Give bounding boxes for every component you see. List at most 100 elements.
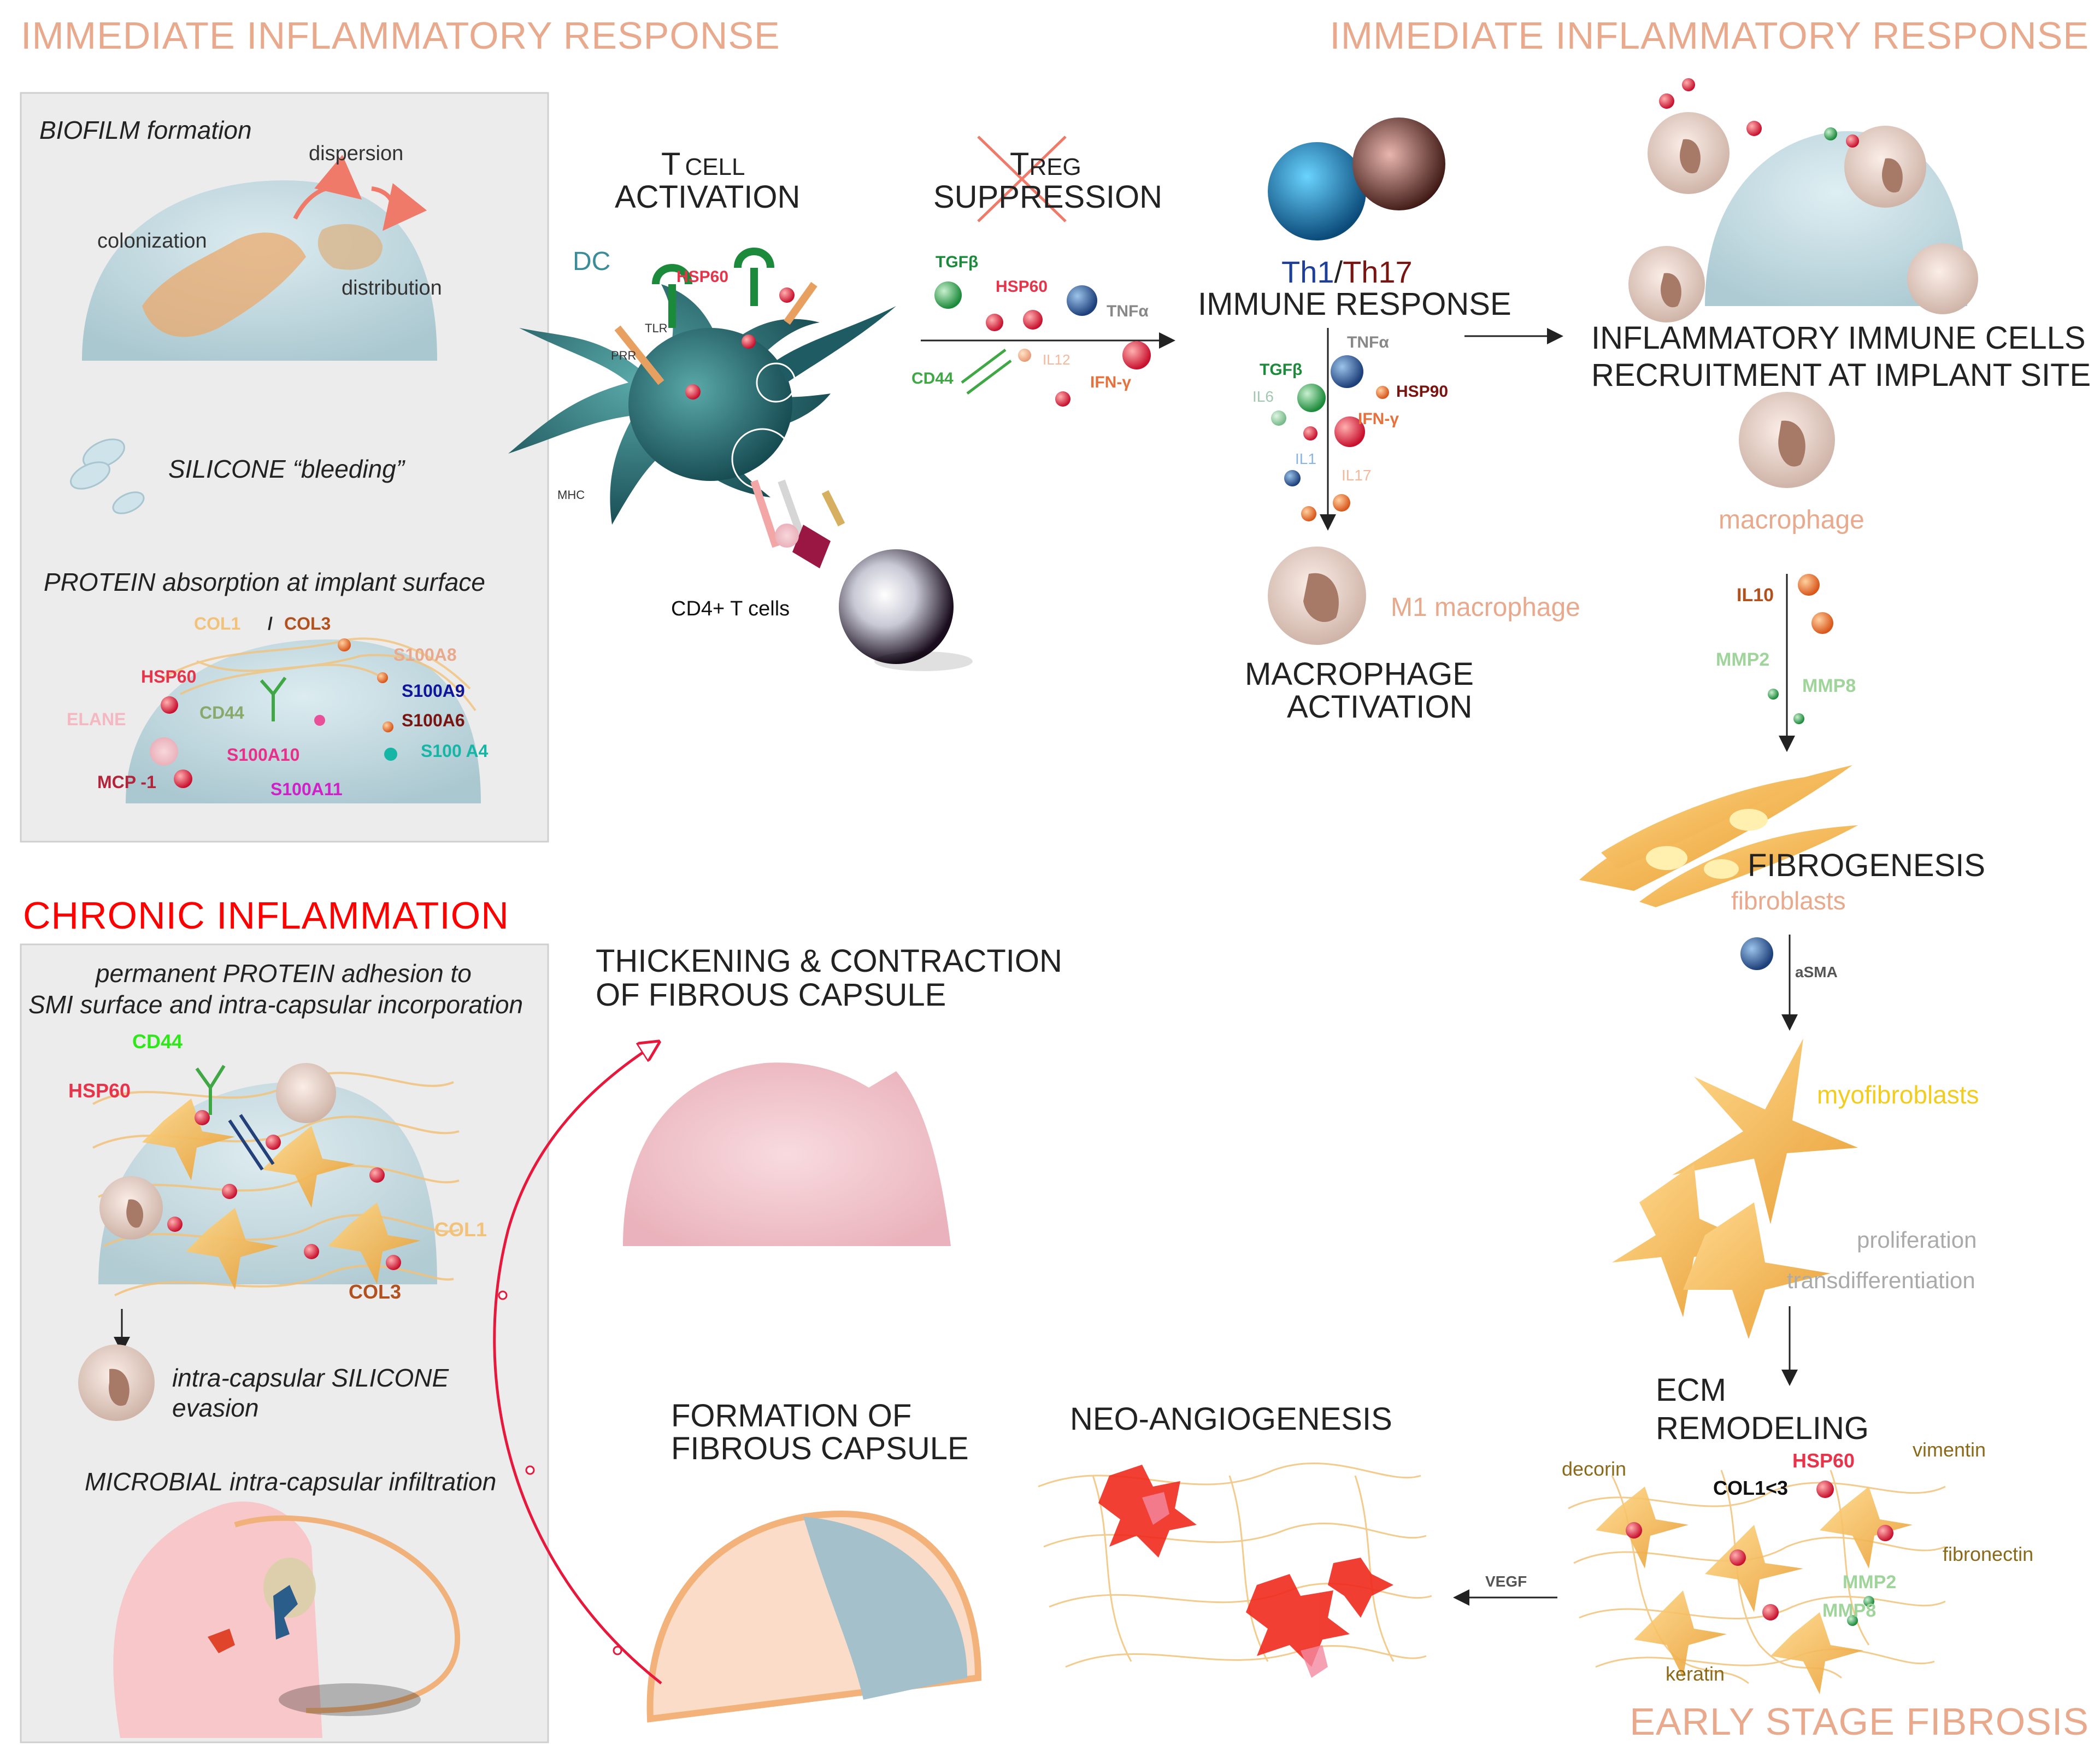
biofilm-title: BIOFILM formation <box>39 116 252 144</box>
evasion-line1: intra-capsular SILICONE <box>172 1364 449 1392</box>
th17-cell <box>1352 118 1445 210</box>
tcell-title-t: T <box>661 146 681 182</box>
treg-hsp60: HSP60 <box>996 278 1048 296</box>
section-immediate-left: IMMEDIATE INFLAMMATORY RESPONSE <box>21 14 780 57</box>
loop-marker-1 <box>613 1646 622 1655</box>
ecm-network <box>1568 1470 1946 1684</box>
ecm-decorin: decorin <box>1562 1458 1627 1480</box>
immune-hsp90: HSP90 <box>1396 383 1449 401</box>
prr-label: PRR <box>611 349 637 362</box>
tcell-hsp60: HSP60 <box>677 268 729 286</box>
chronic-macrophages <box>99 1063 336 1240</box>
neo-angiogenesis-label: NEO-ANGIOGENESIS <box>1070 1401 1392 1437</box>
transdifferentiation-label: transdifferentiation <box>1787 1267 1975 1293</box>
dc-receptors <box>614 248 817 400</box>
microbial-infiltration <box>113 1501 461 1738</box>
immune-il6: IL6 <box>1252 388 1274 405</box>
asma-molecule <box>1740 937 1773 970</box>
immune-il1: IL1 <box>1295 450 1316 467</box>
treg-tnfa: TNFα <box>1107 302 1149 320</box>
chronic-cd44-label: CD44 <box>132 1030 183 1053</box>
thickening-line1: THICKENING & CONTRACTION <box>596 943 1062 979</box>
marker-s100a8: S100A8 <box>393 645 457 665</box>
protein-title: PROTEIN absorption at implant surface <box>44 568 485 596</box>
mhc-label: MHC <box>557 488 585 502</box>
ecm-cells <box>1596 1487 1913 1694</box>
blood-vessels <box>1098 1465 1393 1667</box>
formation-line2: FIBROUS CAPSULE <box>671 1431 969 1466</box>
biofilm-distribution <box>317 224 383 270</box>
immune-tgfb: TGFβ <box>1260 361 1303 379</box>
fibroblasts <box>1579 765 1858 907</box>
tcell-title-cell: CELL <box>685 154 745 180</box>
mmp8-label: MMP8 <box>1802 676 1856 696</box>
ecm-line2: REMODELING <box>1656 1411 1869 1446</box>
asma-label: aSMA <box>1795 964 1838 980</box>
th17-label: Th17 <box>1343 255 1413 289</box>
chronic-line1: permanent PROTEIN adhesion to <box>96 959 472 988</box>
fibroblasts-label: fibroblasts <box>1731 886 1846 915</box>
vegf-label: VEGF <box>1485 1573 1527 1590</box>
blood-vessels-pink <box>1142 1492 1328 1678</box>
macrophage-activation-2: ACTIVATION <box>1287 689 1473 725</box>
fibrogenesis-label: FIBROGENESIS <box>1748 848 1986 883</box>
treg-title-line1: TREG <box>1010 149 1081 180</box>
chronic-col3-label: COL3 <box>349 1281 402 1303</box>
recruitment-line1: INFLAMMATORY IMMUNE CELLS <box>1591 320 2086 356</box>
treg-il12: IL12 <box>1043 351 1070 368</box>
tcell-title-line2: ACTIVATION <box>615 179 801 215</box>
silicone-droplets <box>70 438 145 514</box>
treg-title-t: T <box>1010 146 1030 182</box>
marker-s100a6: S100A6 <box>402 710 465 730</box>
dc-label: DC <box>573 247 611 276</box>
recruit-macrophage-single <box>1739 392 1835 488</box>
recruit-macrophages <box>1628 78 1978 322</box>
loop-marker-2 <box>525 1465 535 1475</box>
ecm-molecules <box>1626 1481 1893 1626</box>
ecm-keratin: keratin <box>1666 1663 1725 1685</box>
cd44-receptor-top <box>260 677 287 721</box>
marker-col1: COL1 <box>194 614 241 633</box>
marker-elane: ELANE <box>67 709 126 729</box>
thickening-line2: OF FIBROUS CAPSULE <box>596 977 946 1013</box>
immune-cytokines <box>1271 355 1389 521</box>
immune-ifng: IFN-γ <box>1358 410 1399 428</box>
myofibroblasts <box>1612 1038 1858 1339</box>
cd4-t-cell <box>839 549 954 664</box>
m1-macrophage <box>1268 547 1366 645</box>
chronic-molecules <box>167 1110 401 1270</box>
section-chronic: CHRONIC INFLAMMATION <box>23 894 509 937</box>
evasion-line2: evasion <box>172 1394 259 1422</box>
th-slash: / <box>1334 255 1343 289</box>
chronic-cells <box>142 1099 421 1290</box>
treg-cytokines <box>934 281 1151 407</box>
il10-label: IL10 <box>1737 585 1774 606</box>
ecm-vimentin: vimentin <box>1913 1438 1986 1461</box>
ecm-mmp2: MMP2 <box>1843 1572 1897 1593</box>
distribution-arrow <box>371 183 427 231</box>
chronic-col1-label: COL1 <box>434 1218 487 1241</box>
cd4-t-cell-shadow <box>874 651 973 671</box>
ecm-hsp60: HSP60 <box>1792 1449 1855 1472</box>
section-immediate-right: IMMEDIATE INFLAMMATORY RESPONSE <box>1330 14 2089 57</box>
cd4-label: CD4+ T cells <box>671 597 790 620</box>
mhc-tcr-complex <box>750 479 845 568</box>
section-early-fibrosis: EARLY STAGE FIBROSIS <box>1630 1700 2089 1743</box>
treg-cd44: CD44 <box>911 369 954 387</box>
microbial-label: MICROBIAL intra-capsular infiltration <box>85 1467 497 1496</box>
chronic-hsp60-label: HSP60 <box>68 1079 131 1102</box>
marker-mcp1: MCP -1 <box>97 772 156 792</box>
macrophage-label: macrophage <box>1719 506 1864 535</box>
immune-il17: IL17 <box>1342 467 1372 484</box>
marker-col3: COL3 <box>284 614 331 633</box>
immune-tnfa: TNFα <box>1347 333 1389 351</box>
chronic-line2: SMI surface and intra-capsular incorpora… <box>28 990 523 1019</box>
dispersion-arrow <box>293 155 362 220</box>
th1-label: Th1 <box>1281 255 1334 289</box>
marker-s100a9: S100A9 <box>402 681 465 701</box>
thick-capsule <box>623 1062 951 1246</box>
marker-slash: / <box>268 614 273 633</box>
neo-angio-network <box>1038 1462 1432 1668</box>
